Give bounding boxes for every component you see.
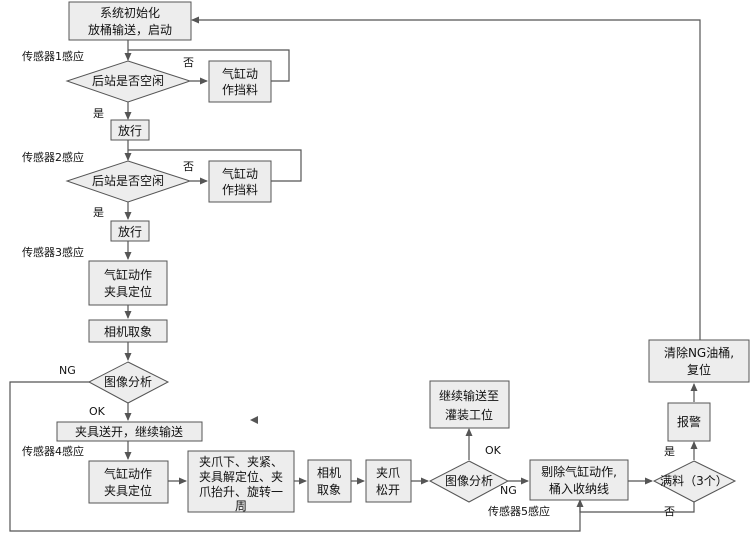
node-gripper: 夹爪下、夹紧、 夹具解定位、夹 爪抬升、旋转一 周 bbox=[187, 450, 295, 513]
decision-full-label: 满料（3个） bbox=[660, 474, 728, 488]
node-alarm: 报警 bbox=[667, 402, 711, 442]
node-camera-2-line2: 取象 bbox=[317, 483, 341, 497]
node-fixture-2: 气缸动作 夹具定位 bbox=[88, 460, 169, 504]
decision-2: 后站是否空闲 bbox=[65, 160, 192, 203]
node-reject-line1: 剔除气缸动作, bbox=[541, 464, 617, 479]
node-fixture-1: 气缸动作 夹具定位 bbox=[88, 260, 168, 306]
node-continue-line1: 继续输送至 bbox=[439, 388, 499, 403]
node-fixture-2-line1: 气缸动作 bbox=[104, 466, 152, 481]
connectors bbox=[9, 16, 701, 532]
node-camera-2-line1: 相机 bbox=[317, 466, 341, 480]
node-block-2-line2: 作挡料 bbox=[222, 183, 258, 197]
node-reject: 剔除气缸动作, 桶入收纳线 bbox=[529, 459, 629, 501]
label-no-2: 否 bbox=[183, 160, 194, 173]
node-continue-line2: 灌装工位 bbox=[445, 407, 493, 422]
labels: 传感器1感应 否 是 传感器2感应 否 是 传感器3感应 NG OK 传感器4感… bbox=[22, 49, 675, 518]
decision-analysis-2: 图像分析 bbox=[428, 460, 510, 503]
node-alarm-label: 报警 bbox=[677, 414, 701, 429]
node-clear-ng-line2: 复位 bbox=[687, 362, 711, 377]
node-fixture-1-line2: 夹具定位 bbox=[104, 284, 152, 299]
decision-analysis-1-label: 图像分析 bbox=[104, 375, 152, 389]
node-gripper-line2: 夹具解定位、夹 bbox=[199, 469, 283, 484]
decision-1: 后站是否空闲 bbox=[65, 60, 192, 103]
node-clear-ng-line1: 清除NG油桶, bbox=[664, 345, 734, 360]
node-start: 系统初始化 放桶输送，启动 bbox=[68, 1, 192, 41]
node-camera-2: 相机 取象 bbox=[307, 459, 352, 503]
label-sensor-3: 传感器3感应 bbox=[22, 245, 84, 259]
node-release-2: 放行 bbox=[110, 220, 150, 242]
node-camera: 相机取象 bbox=[88, 319, 168, 343]
label-no-1: 否 bbox=[183, 56, 194, 69]
label-ng-2: NG bbox=[500, 484, 517, 497]
node-release-1: 放行 bbox=[110, 119, 150, 141]
label-yes-2: 是 bbox=[93, 206, 104, 219]
node-gripper-line1: 夹爪下、夹紧、 bbox=[199, 455, 283, 469]
node-clear-ng: 清除NG油桶, 复位 bbox=[648, 339, 750, 383]
node-start-line2: 放桶输送，启动 bbox=[88, 22, 172, 37]
label-yes-1: 是 bbox=[93, 107, 104, 120]
label-sensor-1: 传感器1感应 bbox=[22, 49, 84, 63]
node-block-1-line2: 作挡料 bbox=[222, 83, 258, 97]
decision-analysis-1: 图像分析 bbox=[87, 361, 170, 404]
node-camera-label: 相机取象 bbox=[104, 325, 152, 339]
node-gripper-line4: 周 bbox=[235, 499, 247, 513]
label-ok-1: OK bbox=[89, 405, 106, 418]
label-sensor-4: 传感器4感应 bbox=[22, 444, 84, 458]
node-release-1-label: 放行 bbox=[118, 123, 142, 138]
node-clamp-open-label: 夹具送开，继续输送 bbox=[75, 424, 183, 439]
node-release-gripper: 夹爪 松开 bbox=[365, 459, 412, 503]
label-no-3: 否 bbox=[664, 505, 675, 518]
node-block-1-line1: 气缸动 bbox=[222, 66, 258, 81]
node-release-2-label: 放行 bbox=[118, 224, 142, 239]
node-gripper-line3: 爪抬升、旋转一 bbox=[199, 484, 283, 499]
node-block-2: 气缸动 作挡料 bbox=[208, 160, 272, 203]
decision-2-label: 后站是否空闲 bbox=[92, 174, 164, 188]
node-clamp-open: 夹具送开，继续输送 bbox=[56, 421, 203, 442]
label-ok-2: OK bbox=[485, 444, 502, 457]
node-reject-line2: 桶入收纳线 bbox=[549, 481, 609, 496]
label-ng-1: NG bbox=[59, 364, 76, 377]
node-block-2-line1: 气缸动 bbox=[222, 166, 258, 181]
node-release-gripper-line2: 松开 bbox=[376, 483, 400, 497]
label-yes-3: 是 bbox=[664, 445, 675, 458]
decision-full: 满料（3个） bbox=[652, 460, 737, 503]
node-continue: 继续输送至 灌装工位 bbox=[429, 380, 510, 429]
node-start-line1: 系统初始化 bbox=[100, 6, 160, 20]
node-block-1: 气缸动 作挡料 bbox=[208, 60, 272, 103]
label-sensor-5: 传感器5感应 bbox=[488, 504, 550, 518]
decision-1-label: 后站是否空闲 bbox=[92, 74, 164, 88]
node-fixture-2-line2: 夹具定位 bbox=[104, 483, 152, 498]
node-release-gripper-line1: 夹爪 bbox=[376, 466, 400, 480]
label-sensor-2: 传感器2感应 bbox=[22, 150, 84, 164]
decision-analysis-2-label: 图像分析 bbox=[445, 474, 493, 488]
node-fixture-1-line1: 气缸动作 bbox=[104, 267, 152, 282]
